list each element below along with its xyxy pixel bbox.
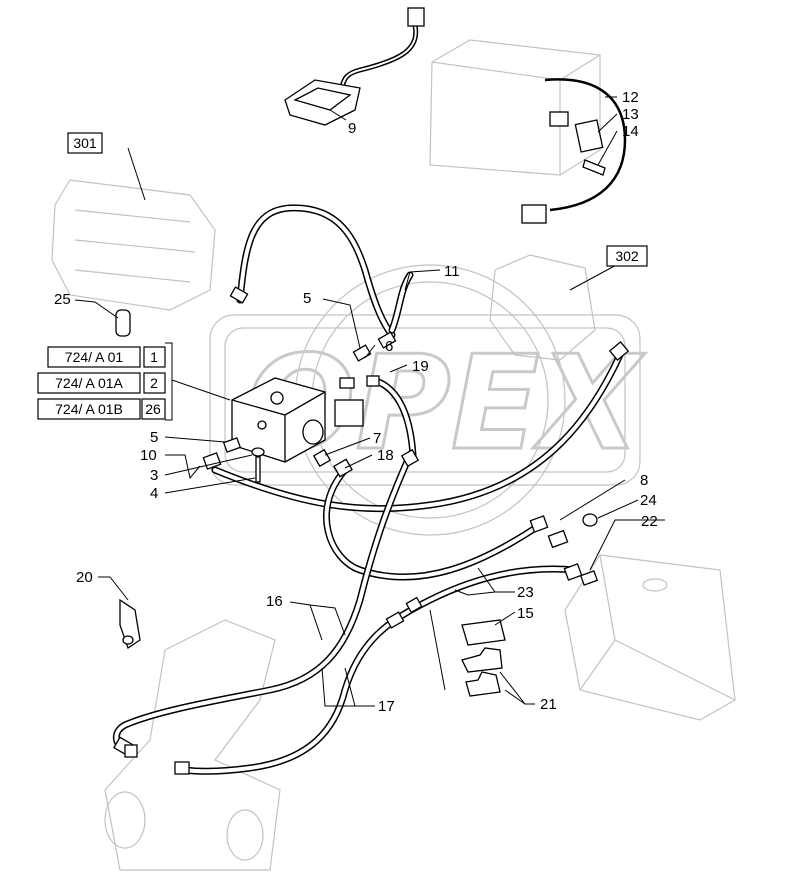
- pedal-connector-icon: [407, 7, 425, 27]
- ref-box-724-a01a: [37, 372, 141, 394]
- hose-upper-loop: [236, 204, 396, 339]
- chassis-outline: [104, 619, 281, 871]
- clamp-15: [461, 619, 506, 646]
- hoses: [112, 204, 624, 775]
- pedal-pad: [293, 87, 352, 111]
- tank-cap: [642, 578, 668, 592]
- ref-box-1: [143, 346, 166, 368]
- watermark-frame: [209, 314, 641, 486]
- cabin-outline: [429, 39, 601, 176]
- fitting-302: [608, 340, 630, 362]
- ref-301: 301: [73, 135, 97, 151]
- plate-13: [574, 119, 604, 153]
- valve-301-detail: [74, 209, 196, 283]
- clamp-21b: [465, 671, 501, 697]
- fitting-7: [312, 448, 332, 468]
- callout-15: 15: [517, 605, 534, 622]
- callout-16: 16: [266, 593, 283, 610]
- valve-block-edges: [231, 391, 326, 462]
- fittings: [113, 286, 630, 775]
- fitting-8: [529, 515, 549, 533]
- callout-12: 12: [622, 89, 639, 106]
- chassis-wheel-right: [226, 809, 264, 861]
- callout-11: 11: [444, 263, 460, 280]
- bolt-14: [582, 159, 606, 176]
- callout-3: 3: [150, 467, 158, 484]
- ghost-components: [51, 39, 736, 871]
- callout-17: 17: [378, 698, 395, 715]
- fitting-22: [579, 570, 599, 586]
- callout-22: 22: [641, 513, 658, 530]
- fitting-19: [366, 375, 380, 387]
- chassis-wheel-left: [104, 791, 146, 849]
- sensor-13-icon: [549, 111, 569, 127]
- fitting-18: [333, 458, 353, 478]
- ref-box-302: [606, 245, 648, 267]
- cable-12-assembly: [521, 78, 627, 224]
- callout-5a: 5: [303, 290, 311, 307]
- cable-12: [544, 78, 627, 212]
- pedal-switch-9: [284, 7, 425, 126]
- ref-box-26: [141, 398, 166, 420]
- connector-plug-icon: [521, 204, 547, 224]
- cabin-edges: [431, 54, 601, 175]
- callout-19: 19: [412, 358, 429, 375]
- callout-13: 13: [622, 106, 639, 123]
- callout-20: 20: [76, 569, 93, 586]
- fitting-6: [339, 377, 355, 389]
- ref-box-301: [67, 132, 103, 154]
- fitting-5a: [352, 344, 372, 362]
- tank-edges: [579, 554, 736, 701]
- callout-21: 21: [540, 696, 557, 713]
- sensor-25: [115, 309, 131, 337]
- ref-box-2: [143, 372, 166, 394]
- valve-302-outline: [489, 254, 596, 361]
- callout-9: 9: [348, 120, 356, 137]
- hose-18-loop: [323, 466, 544, 581]
- fitting-10: [202, 452, 222, 470]
- callout-7: 7: [373, 430, 381, 447]
- callout-5b: 5: [150, 429, 158, 446]
- reference-boxes: 301 302 724/ A 01 1 724/ A 01A 2 724/ A …: [37, 132, 648, 420]
- callout-10: 10: [140, 447, 157, 464]
- callout-4: 4: [150, 485, 158, 502]
- callout-14: 14: [622, 123, 639, 140]
- fitting-301: [229, 286, 249, 304]
- ref-box-724-a01b: [37, 398, 141, 420]
- callout-8: 8: [640, 472, 648, 489]
- watermark-frame-inner: [224, 327, 626, 473]
- callout-25: 25: [54, 291, 71, 308]
- ref-724-a01a: 724/ A 01A: [55, 375, 123, 391]
- callout-1: 1: [150, 349, 158, 365]
- fitting-5b: [222, 437, 242, 453]
- callout-2: 2: [150, 375, 158, 391]
- valve-301-outline: [51, 179, 216, 311]
- callout-labels: 9 12 13 14 11 5 25 6 19 5 10 3 4 7 18 8 …: [54, 89, 658, 715]
- clamp-21a: [461, 647, 503, 673]
- callout-23: 23: [517, 584, 534, 601]
- ref-box-724-a01: [47, 346, 141, 368]
- callout-24: 24: [640, 492, 657, 509]
- washer-3: [251, 447, 265, 457]
- callout-18: 18: [377, 447, 394, 464]
- clamp-20: [119, 598, 141, 650]
- clamps-15-21: [461, 619, 506, 697]
- callout-6: 6: [385, 338, 393, 355]
- solenoid-icon: [334, 399, 364, 427]
- bolt-4: [255, 456, 261, 483]
- leader-lines: [74, 96, 665, 707]
- fitting-24: [582, 513, 598, 527]
- ref-724-a01b: 724/ A 01B: [55, 401, 123, 417]
- ref-724-a01: 724/ A 01: [65, 349, 124, 365]
- ref-302: 302: [615, 248, 639, 264]
- callout-26: 26: [145, 401, 161, 417]
